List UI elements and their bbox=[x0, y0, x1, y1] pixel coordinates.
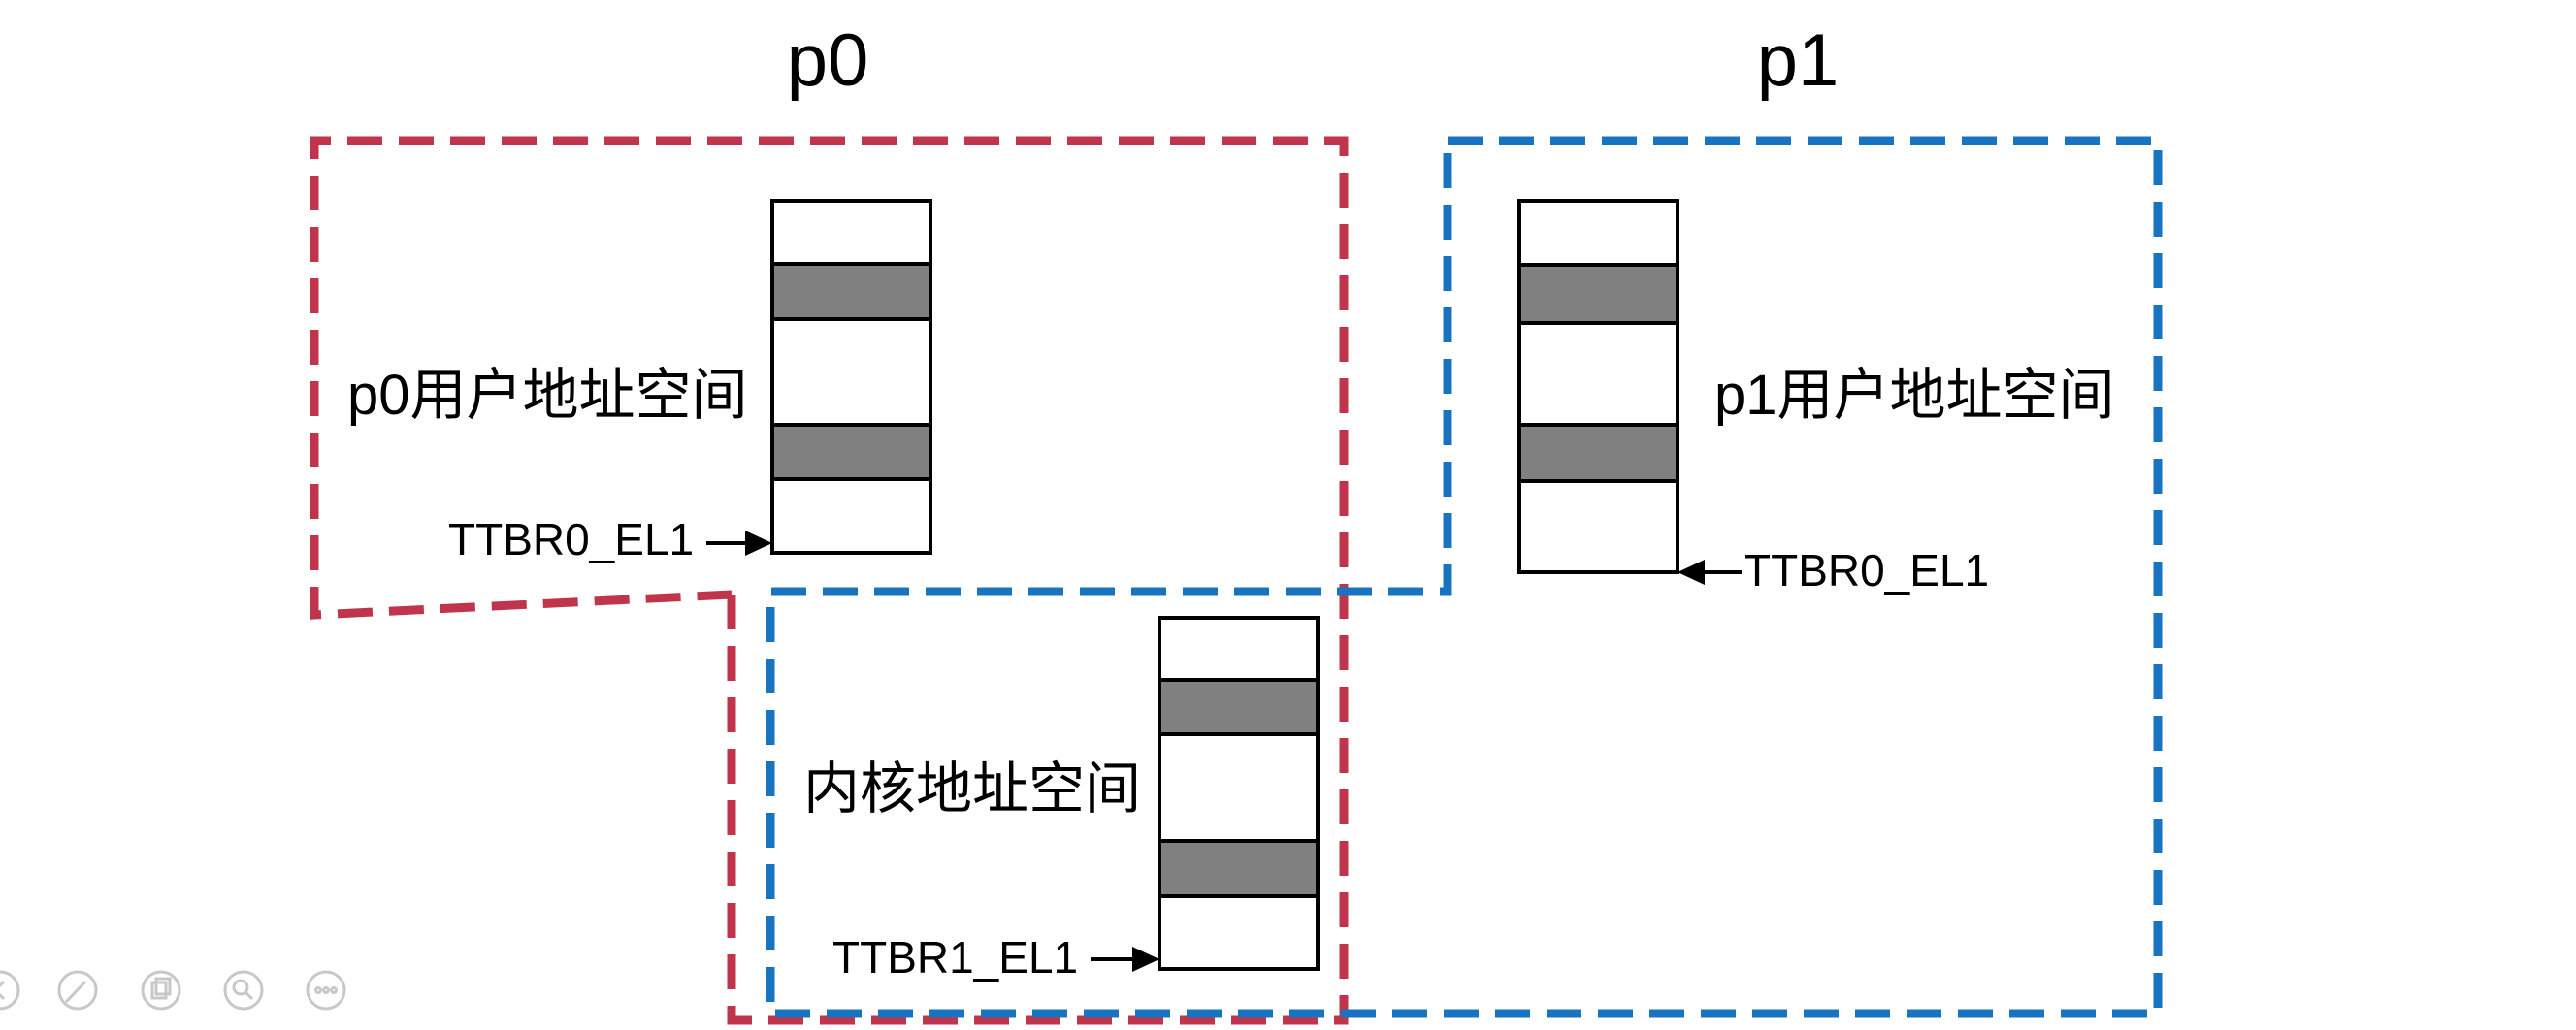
kernel-page-row bbox=[1158, 894, 1320, 971]
p0-user-space-label: p0用户地址空间 bbox=[347, 364, 748, 427]
kernel-space-label: 内核地址空间 bbox=[803, 757, 1141, 821]
kernel-page-row-mapped bbox=[1158, 839, 1320, 898]
kernel-page-table bbox=[1158, 616, 1320, 971]
p0-page-row-mapped bbox=[770, 423, 932, 481]
zoom-icon[interactable] bbox=[223, 970, 264, 1011]
p1-page-row bbox=[1517, 321, 1679, 427]
p0-boundary bbox=[310, 136, 1349, 1025]
kernel-page-row bbox=[1158, 616, 1320, 682]
pen-icon[interactable] bbox=[57, 970, 98, 1011]
p1-boundary bbox=[766, 136, 2163, 1018]
kernel-ttbr1-label: TTBR1_EL1 bbox=[832, 932, 1078, 982]
p1-title: p1 bbox=[1757, 19, 1840, 102]
p1-user-space-label: p1用户地址空间 bbox=[1714, 364, 2115, 427]
p0-ttbr0-pointer: TTBR0_EL1 bbox=[448, 514, 772, 564]
p0-page-row bbox=[770, 317, 932, 427]
p0-ttbr0-label: TTBR0_EL1 bbox=[448, 514, 694, 564]
p1-page-row bbox=[1517, 199, 1679, 267]
p1-ttbr0-arrowhead bbox=[1678, 560, 1705, 585]
p1-page-table bbox=[1517, 199, 1679, 574]
p1-page-row bbox=[1517, 479, 1679, 574]
p1-ttbr0-label: TTBR0_EL1 bbox=[1744, 545, 1989, 595]
kernel-ttbr1-pointer: TTBR1_EL1 bbox=[832, 932, 1159, 982]
kernel-ttbr1-arrowhead bbox=[1132, 947, 1159, 972]
slides-icon[interactable] bbox=[141, 970, 181, 1011]
p0-ttbr0-arrowhead bbox=[745, 531, 772, 556]
more-icon[interactable] bbox=[306, 970, 346, 1011]
p0-page-row bbox=[770, 477, 932, 555]
kernel-page-row bbox=[1158, 732, 1320, 843]
p1-page-row-mapped bbox=[1517, 263, 1679, 325]
p1-page-row-mapped bbox=[1517, 423, 1679, 483]
p0-title: p0 bbox=[787, 19, 869, 102]
p0-page-table bbox=[770, 199, 932, 555]
p0-page-row-mapped bbox=[770, 262, 932, 321]
p1-ttbr0-pointer: TTBR0_EL1 bbox=[1678, 545, 1989, 595]
p0-page-row bbox=[770, 199, 932, 266]
previous-icon[interactable] bbox=[0, 970, 20, 1011]
presentation-toolbar bbox=[0, 970, 346, 1011]
kernel-page-row-mapped bbox=[1158, 678, 1320, 736]
